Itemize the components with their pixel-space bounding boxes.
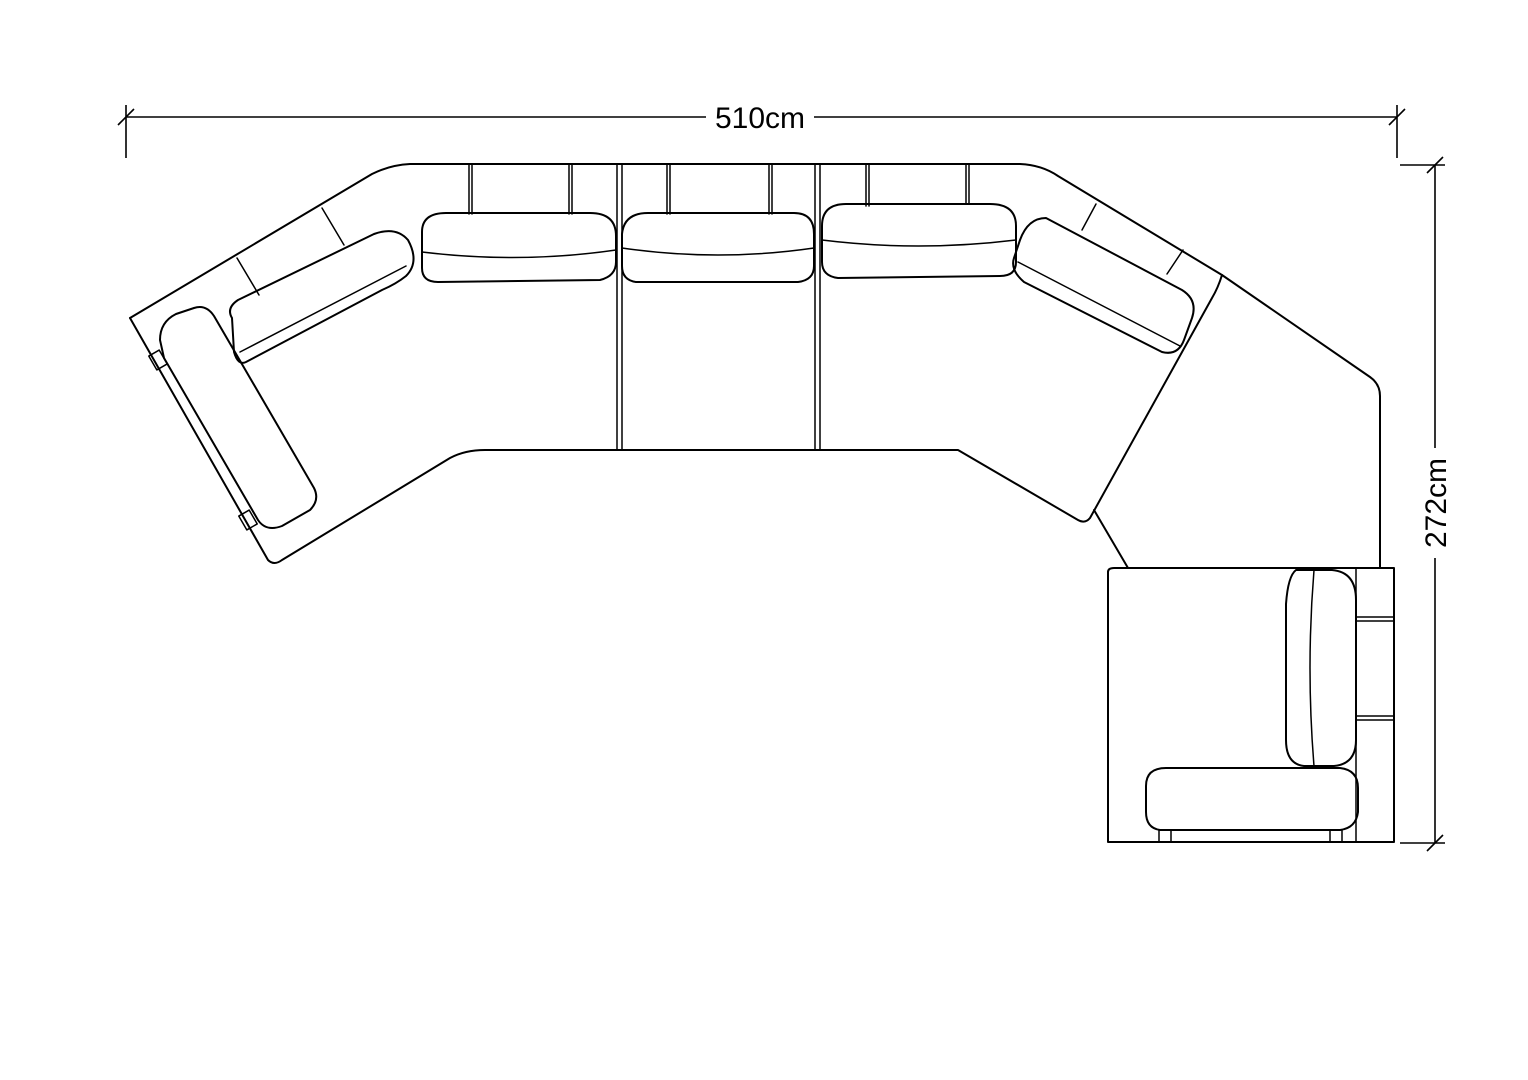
width-label: 510cm <box>715 102 805 135</box>
left-armrest <box>148 306 318 531</box>
cushion-back-3-seam <box>821 239 1017 247</box>
cushion-back-1 <box>421 212 617 283</box>
cushion-back-right <box>1012 217 1195 354</box>
left-armrest-foot-2 <box>238 509 258 531</box>
back-divider-1 <box>236 257 260 296</box>
width-tick-left <box>117 108 135 126</box>
chaise-back-cushion-seam <box>1309 569 1315 767</box>
chaise-back-cushion <box>1285 569 1357 767</box>
height-label-mask <box>1418 448 1452 558</box>
height-dimension: 272cm <box>1400 156 1453 852</box>
connector-line <box>1093 509 1129 569</box>
sofa-back-outline <box>129 163 1381 569</box>
chaise-seat-cushion <box>1145 767 1359 831</box>
left-armrest-shape <box>159 306 318 529</box>
back-divider-16 <box>1166 249 1184 275</box>
sofa-front-outline <box>129 274 1223 564</box>
cushion-back-2 <box>621 212 815 283</box>
height-label: 272cm <box>1420 458 1453 548</box>
width-tick-right <box>1388 108 1406 126</box>
back-divider-15 <box>1081 203 1097 231</box>
cushion-back-right-seam <box>1017 261 1181 347</box>
chaise-frame <box>1107 567 1395 843</box>
chaise-leg-2 <box>1329 829 1343 843</box>
chaise-leg-1 <box>1158 829 1172 843</box>
back-cushions <box>229 203 1195 364</box>
cushion-back-left <box>229 230 415 364</box>
back-divider-2 <box>321 207 345 246</box>
left-armrest-foot-1 <box>148 349 168 371</box>
cushion-back-2-seam <box>621 247 815 256</box>
cushion-back-1-seam <box>421 249 617 259</box>
width-dimension: 510cm <box>117 100 1406 158</box>
cushion-back-3 <box>821 203 1017 279</box>
cushion-back-left-seam <box>239 265 407 353</box>
chaise-module <box>1107 567 1395 843</box>
height-tick-top <box>1426 156 1444 174</box>
width-label-mask <box>706 100 814 134</box>
height-tick-bottom <box>1426 834 1444 852</box>
sofa-outline <box>129 163 1381 569</box>
